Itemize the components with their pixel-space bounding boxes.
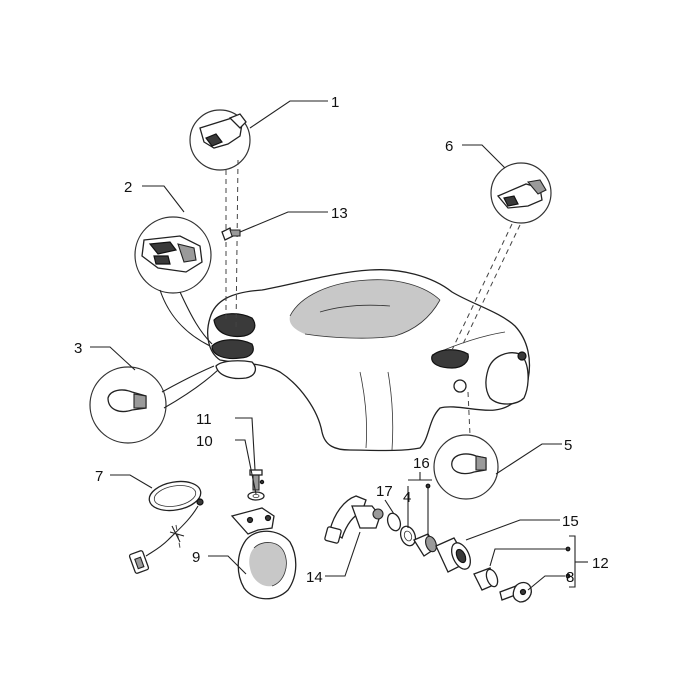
callout-3: 3: [74, 340, 82, 357]
part-2-switch: [134, 216, 212, 294]
callout-dot-16: [425, 483, 431, 489]
callout-15: 15: [562, 513, 579, 530]
callout-17: 17: [376, 483, 393, 500]
callout-1: 1: [331, 94, 339, 111]
part-16-sleeve: [413, 533, 437, 557]
part-12-lock-cylinder: [473, 567, 499, 591]
callout-4: 4: [403, 489, 411, 506]
callout-9: 9: [192, 549, 200, 566]
callout-7: 7: [95, 468, 103, 485]
assembly-lines: [159, 159, 521, 549]
part-1-switch: [189, 109, 251, 171]
part-17-4-rings: [386, 512, 417, 547]
part-8-key: [499, 581, 532, 603]
callout-dot-12a: [565, 546, 571, 552]
callout-13: 13: [331, 205, 348, 222]
callout-6: 6: [445, 138, 453, 155]
part-5-button: [433, 434, 499, 500]
callout-12: 12: [592, 555, 609, 572]
callout-2: 2: [124, 179, 132, 196]
handlebar-cover: [207, 269, 531, 452]
part-9-horn: [230, 507, 297, 600]
part-6-switch: [490, 162, 552, 224]
callout-11: 11: [196, 411, 212, 428]
part-10-11-screw-washer: [247, 469, 265, 501]
part-14-cable: [324, 495, 384, 544]
part-7-wire: [128, 480, 204, 574]
part-3-button: [89, 366, 167, 444]
callout-dot-10: [259, 479, 265, 485]
callout-16: 16: [413, 455, 430, 472]
callout-10: 10: [196, 433, 213, 450]
callout-5: 5: [564, 437, 572, 454]
part-13-screw: [221, 227, 241, 241]
part-15-lock-housing: [435, 537, 472, 573]
callout-14: 14: [306, 569, 323, 586]
callout-leaders: [90, 100, 588, 591]
callout-8: 8: [566, 569, 574, 586]
callout-dot-12b: [565, 573, 571, 579]
